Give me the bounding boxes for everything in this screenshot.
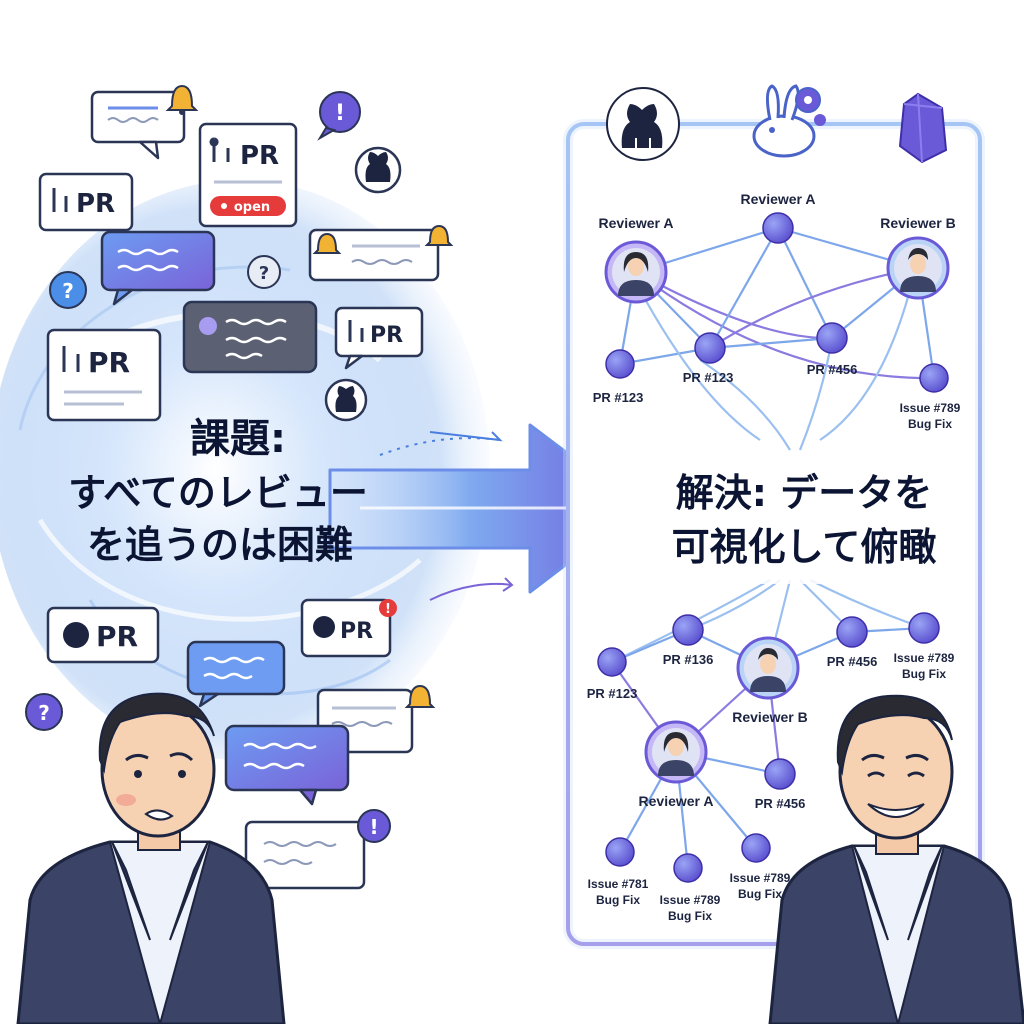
open-badge: open (234, 200, 270, 215)
question-icon: ? (247, 255, 281, 289)
purple-chat-bubble (224, 724, 350, 806)
node-label: PR #456 (827, 654, 878, 669)
happy-person (768, 694, 1024, 1024)
bottom-graph-nodes: PR #123 PR #136 Reviewer B PR #456 Issue… (587, 612, 955, 923)
crystal-logo-icon (898, 92, 948, 164)
comment-card (90, 90, 186, 160)
pr-card-open: PR open (198, 122, 298, 228)
blue-chat-bubble (100, 230, 216, 306)
solution-line-2: 可視化して俯瞰 (672, 525, 937, 569)
node-label: PR #136 (663, 652, 714, 667)
graph-node-issue-781: Issue #781 Bug Fix (588, 837, 649, 907)
graph-node-issue-789: Issue #789 Bug Fix (900, 363, 961, 431)
github-icon (354, 146, 402, 194)
node-label: Issue #789 (730, 871, 791, 885)
node-sublabel: Bug Fix (596, 893, 640, 907)
node-label: Reviewer A (741, 191, 816, 207)
bell-icon (165, 84, 199, 115)
solution-line-1: 解決: データを (676, 471, 932, 515)
confused-person (16, 692, 286, 1024)
transition-arrow (328, 423, 642, 601)
node-label: Reviewer A (599, 215, 674, 231)
graph-node-pr-123: PR #123 (593, 349, 644, 405)
node-sublabel: Bug Fix (902, 667, 946, 681)
graph-node-issue-789-c: Issue #789 Bug Fix (730, 833, 791, 901)
question-bubble-purple-icon: ? (25, 693, 63, 731)
pr-label: PR (76, 189, 115, 219)
pr-card-github-alert: PR ! (300, 598, 397, 658)
solution-text: 解決: データを 可視化して俯瞰 (650, 460, 958, 584)
pr-label: PR (370, 323, 403, 348)
node-sublabel: Bug Fix (738, 887, 782, 901)
pr-label: PR (88, 346, 130, 379)
problem-title: 課題: (190, 416, 286, 462)
top-graph-nodes: Reviewer A Reviewer A Reviewer B PR #123… (593, 191, 961, 431)
comment-card-bottom: ! (244, 809, 391, 890)
graph-node-pr-456: PR #456 (827, 616, 878, 669)
graph-node-reviewer-a-center: Reviewer A (741, 191, 816, 244)
problem-text: 課題: すべてのレビュー を追うのは困難 (68, 416, 368, 567)
alert-mark: ! (369, 815, 378, 839)
node-label: Issue #781 (588, 877, 649, 891)
pr-bubble-right: PR (334, 306, 424, 370)
node-label: PR #456 (807, 362, 858, 377)
question-bubble-icon: ! (317, 91, 361, 141)
node-label: PR #123 (683, 370, 734, 385)
dark-comment-card (182, 300, 318, 374)
graph-node-pr-123: PR #123 (587, 647, 638, 701)
problem-line-1: すべてのレビュー (68, 471, 368, 515)
notification-card (308, 224, 454, 282)
pr-card-github: PR (46, 606, 160, 664)
node-label: Reviewer B (732, 709, 807, 725)
github-logo-icon (606, 87, 680, 161)
question-bubble-blue-icon: ? (49, 271, 87, 309)
graph-node-pr-123-b: PR #123 (683, 332, 734, 385)
rabbit-gear-icon (752, 84, 826, 158)
graph-node-issue-789-b: Issue #789 Bug Fix (660, 853, 721, 923)
node-label: Issue #789 (660, 893, 721, 907)
question-mark: ? (62, 279, 74, 303)
node-label: PR #123 (593, 390, 644, 405)
node-sublabel: Bug Fix (908, 417, 952, 431)
chaos-elements: ! PR open PR (25, 84, 454, 890)
problem-line-2: を追うのは困難 (87, 523, 353, 567)
pr-label: PR (96, 620, 138, 653)
graph-node-reviewer-b-avatar: Reviewer B (732, 636, 808, 725)
node-label: Issue #789 (894, 651, 955, 665)
github-icon (324, 378, 368, 422)
graph-node-pr-456: PR #456 (807, 322, 858, 377)
graph-node-pr-136: PR #136 (663, 614, 714, 667)
alert-mark: ! (385, 602, 391, 617)
node-label: Reviewer B (880, 215, 955, 231)
node-label: Issue #789 (900, 401, 961, 415)
pr-label: PR (240, 141, 279, 171)
graph-node-reviewer-a-avatar: Reviewer A (599, 215, 674, 304)
question-mark: ? (38, 701, 50, 725)
pr-label: PR (340, 619, 373, 644)
graph-node-reviewer-b-avatar: Reviewer B (880, 215, 956, 300)
top-graph-edges (618, 226, 936, 451)
graph-node-issue-789: Issue #789 Bug Fix (894, 612, 955, 681)
graph-node-reviewer-a-avatar: Reviewer A (639, 720, 714, 809)
alert-mark: ! (335, 101, 345, 126)
pr-card-big: PR (46, 328, 162, 422)
node-label: PR #123 (587, 686, 638, 701)
question-mark: ? (259, 263, 269, 284)
node-sublabel: Bug Fix (668, 909, 712, 923)
pr-card-left: PR (38, 172, 134, 232)
node-label: PR #456 (755, 796, 806, 811)
node-label: Reviewer A (639, 793, 714, 809)
graph-node-pr-456-b: PR #456 (755, 758, 806, 811)
blue-chat-bubble (186, 640, 286, 708)
